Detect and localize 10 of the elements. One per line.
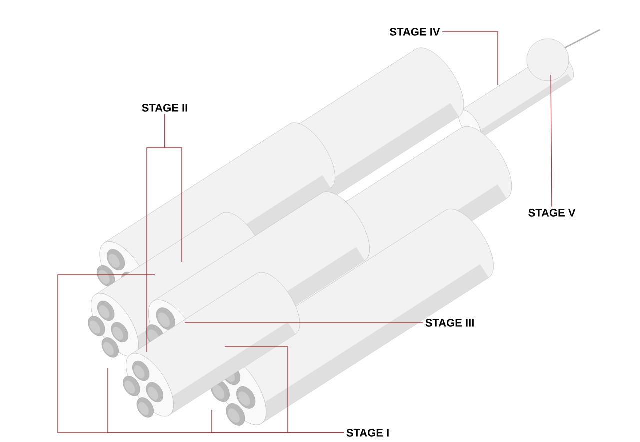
stage-label: STAGE I [346, 429, 389, 437]
leader-line [442, 32, 498, 86]
leader-line [164, 114, 182, 262]
stage-label: STAGE IV [390, 28, 440, 36]
stage-label: STAGE III [426, 319, 474, 327]
stage-label: STAGE II [142, 104, 188, 112]
leader-line [224, 346, 345, 434]
leader-line [184, 322, 424, 324]
leader-line [550, 74, 552, 208]
stage-label: STAGE V [528, 209, 576, 217]
